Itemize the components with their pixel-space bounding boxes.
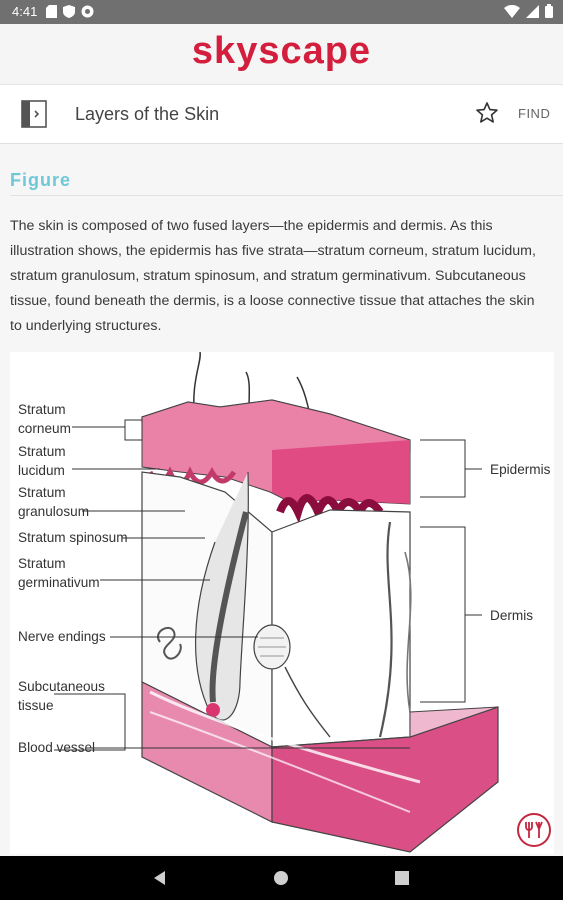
status-notification-icons: [46, 5, 94, 18]
tools-fab-button[interactable]: [517, 813, 551, 847]
wifi-icon: [504, 4, 520, 18]
label-blood-vessel: Blood vessel: [18, 740, 96, 755]
skyscape-logo: skyscape: [191, 30, 372, 72]
label-dermis: Dermis: [490, 608, 534, 623]
battery-icon: [545, 4, 553, 18]
section-heading: Figure: [10, 170, 72, 190]
status-system-icons: [504, 4, 553, 18]
status-bar: 4:41: [0, 0, 563, 24]
find-button[interactable]: FIND: [518, 106, 551, 121]
label-stratum-corneum: Stratum corneum: [18, 402, 71, 436]
star-outline-icon[interactable]: [475, 101, 499, 125]
label-stratum-granulosum: Stratum granulosum: [18, 485, 90, 519]
signal-icon: [526, 4, 539, 18]
tools-icon: [525, 821, 543, 838]
sync-notification-icon: [81, 5, 94, 18]
sd-card-icon: [46, 5, 57, 18]
toolbar: Layers of the Skin FIND: [0, 85, 563, 144]
section-divider: [10, 195, 563, 196]
figure-description: The skin is composed of two fused layers…: [10, 218, 536, 334]
skin-layers-figure: Stratum corneum Stratum lucidum Stratum …: [10, 352, 554, 854]
page-title: Layers of the Skin: [75, 104, 220, 124]
table-of-contents-icon[interactable]: [20, 99, 50, 129]
circle-home-icon[interactable]: [271, 868, 291, 888]
label-stratum-spinosum: Stratum spinosum: [18, 530, 128, 545]
label-epidermis: Epidermis: [490, 462, 551, 477]
skin-illustration: [54, 352, 499, 853]
square-recents-icon[interactable]: [392, 868, 412, 888]
label-nerve-endings: Nerve endings: [18, 629, 106, 644]
brand-bar: skyscape: [0, 24, 563, 85]
label-stratum-lucidum: Stratum lucidum: [18, 444, 66, 478]
android-navigation-bar: [0, 856, 563, 900]
label-stratum-germinativum: Stratum germinativum: [18, 556, 100, 590]
label-subcutaneous-tissue: Subcutaneous tissue: [18, 679, 105, 713]
triangle-back-icon[interactable]: [150, 868, 170, 888]
status-time: 4:41: [12, 4, 38, 19]
shield-notification-icon: [63, 5, 75, 18]
